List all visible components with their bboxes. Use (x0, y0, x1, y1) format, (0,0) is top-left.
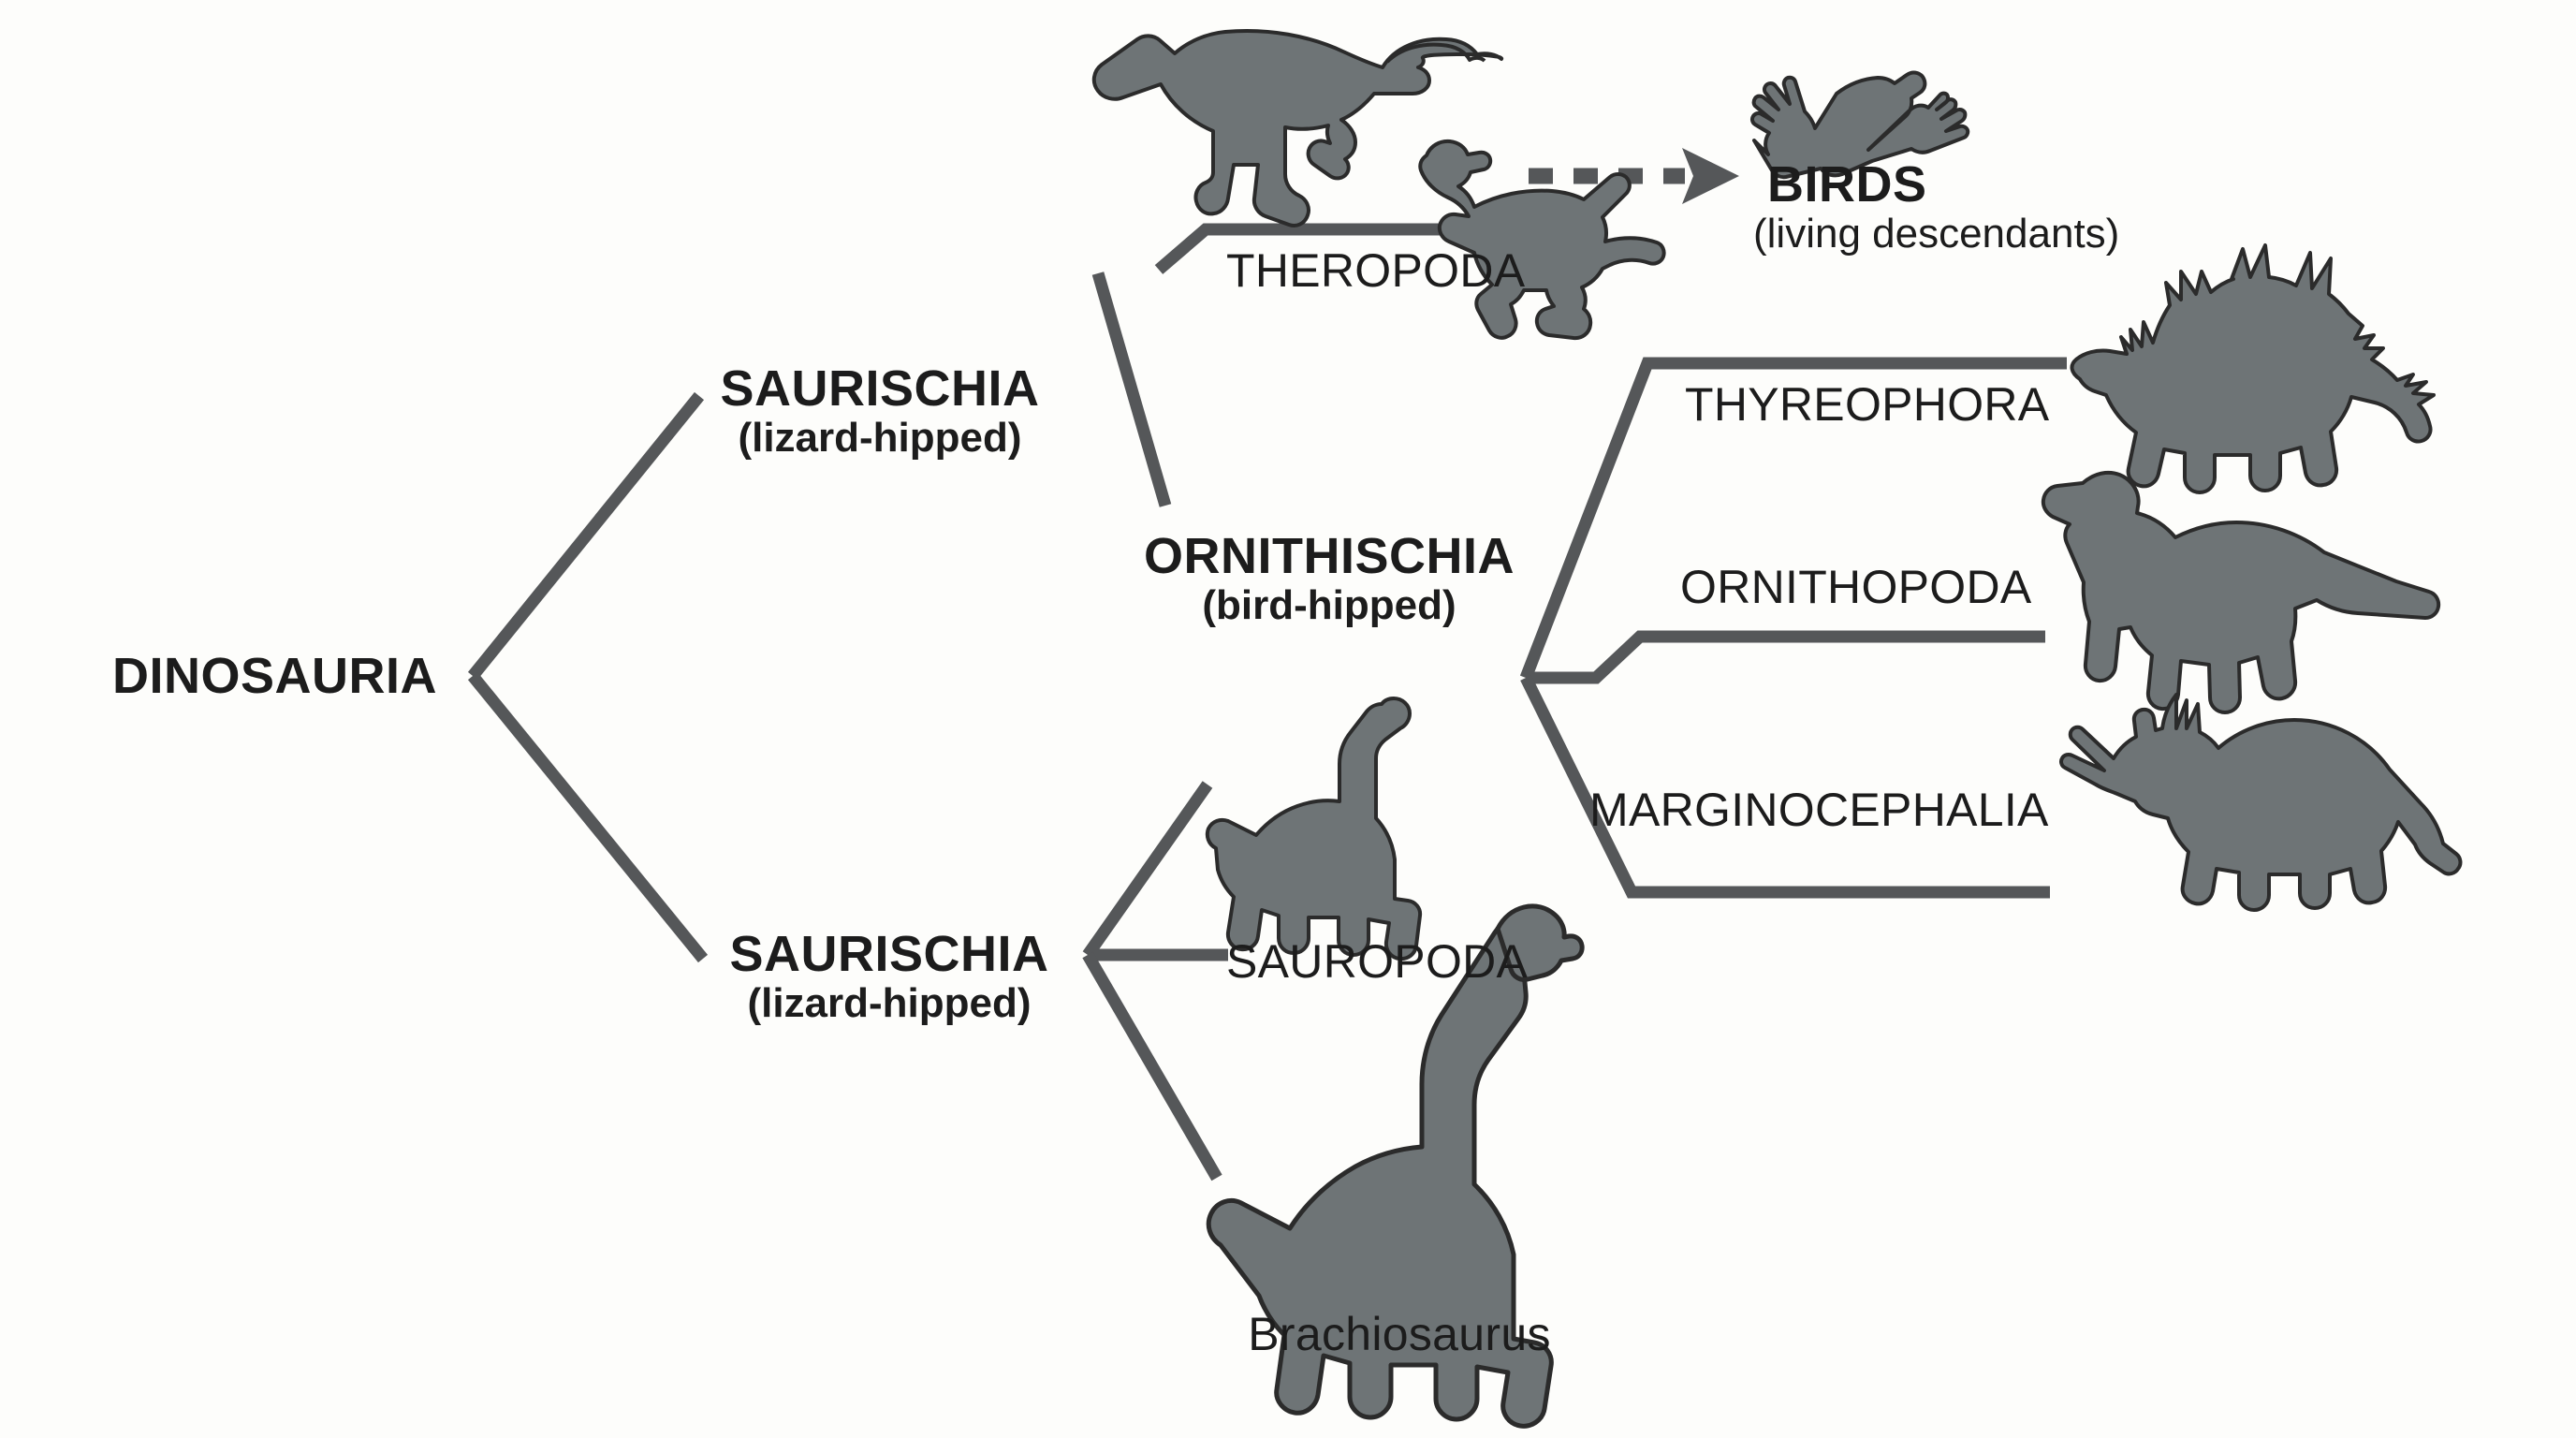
terminal-sublabel-birds: (living descendants) (1753, 211, 2120, 257)
clade-label-theropoda: THEROPODA (1226, 244, 1526, 297)
node-label-saurischia-upper: SAURISCHIA (720, 360, 1040, 417)
node-ornithischia: ORNITHISCHIA (bird-hipped) (1144, 529, 1515, 628)
node-saurischia-upper: SAURISCHIA (lizard-hipped) (720, 361, 1039, 461)
brachiosaurus-silhouette (1206, 903, 1585, 1429)
terminal-label-birds: BIRDS (1767, 156, 1927, 213)
node-sublabel-saurischia-upper: (lizard-hipped) (738, 415, 1022, 462)
branch-root-to-saurischia-upper (467, 391, 705, 681)
node-label-saurischia-lower: SAURISCHIA (729, 926, 1049, 982)
terminal-birds: BIRDS (living descendants) (1753, 157, 2119, 257)
dashed-arrow-to-birds (1529, 148, 1739, 204)
node-label-dinosauria: DINOSAURIA (112, 648, 438, 704)
node-sublabel-ornithischia: (bird-hipped) (1202, 582, 1456, 629)
bird-silhouette (1749, 70, 1970, 180)
tyrannosaurus-silhouette (1091, 28, 1504, 227)
hadrosaur-silhouette (2041, 470, 2441, 714)
branch-to-ornithischia (1091, 271, 1172, 507)
branch-root-fork (467, 391, 709, 963)
clade-label-thyreophora: THYREOPHORA (1685, 378, 2050, 431)
branch-to-ornithopoda (1526, 630, 2045, 684)
clade-label-ornithopoda: ORNITHOPODA (1680, 561, 2032, 613)
terminal-label-brachiosaurus: Brachiosaurus (1248, 1308, 1551, 1360)
stegosaurus-silhouette (2070, 243, 2436, 494)
branch-saurischia-lower-fork (1082, 781, 1228, 1181)
triceratops-silhouette (2059, 693, 2463, 912)
raptor-silhouette (1418, 139, 1666, 341)
node-sublabel-saurischia-lower: (lizard-hipped) (747, 980, 1032, 1027)
branch-to-brachiosaurus (1082, 951, 1222, 1181)
branch-to-marginocephalia (1520, 675, 2050, 899)
branch-saurischia-upper-fork (1091, 223, 1514, 507)
sauropod-silhouette (1205, 697, 1423, 961)
clade-label-marginocephalia: MARGINOCEPHALIA (1589, 784, 2049, 836)
branch-ornithischia-fork (1519, 357, 2067, 899)
node-label-ornithischia: ORNITHISCHIA (1144, 528, 1515, 584)
branch-root-to-saurischia-lower (467, 671, 709, 963)
branch-to-prosauropod (1082, 781, 1213, 959)
clade-label-sauropoda: SAUROPODA (1226, 935, 1529, 988)
arrowhead-icon (1682, 148, 1739, 204)
branch-to-thyreophora (1519, 357, 2067, 681)
node-saurischia-lower: SAURISCHIA (lizard-hipped) (729, 927, 1048, 1026)
branch-to-theropoda (1154, 223, 1514, 274)
